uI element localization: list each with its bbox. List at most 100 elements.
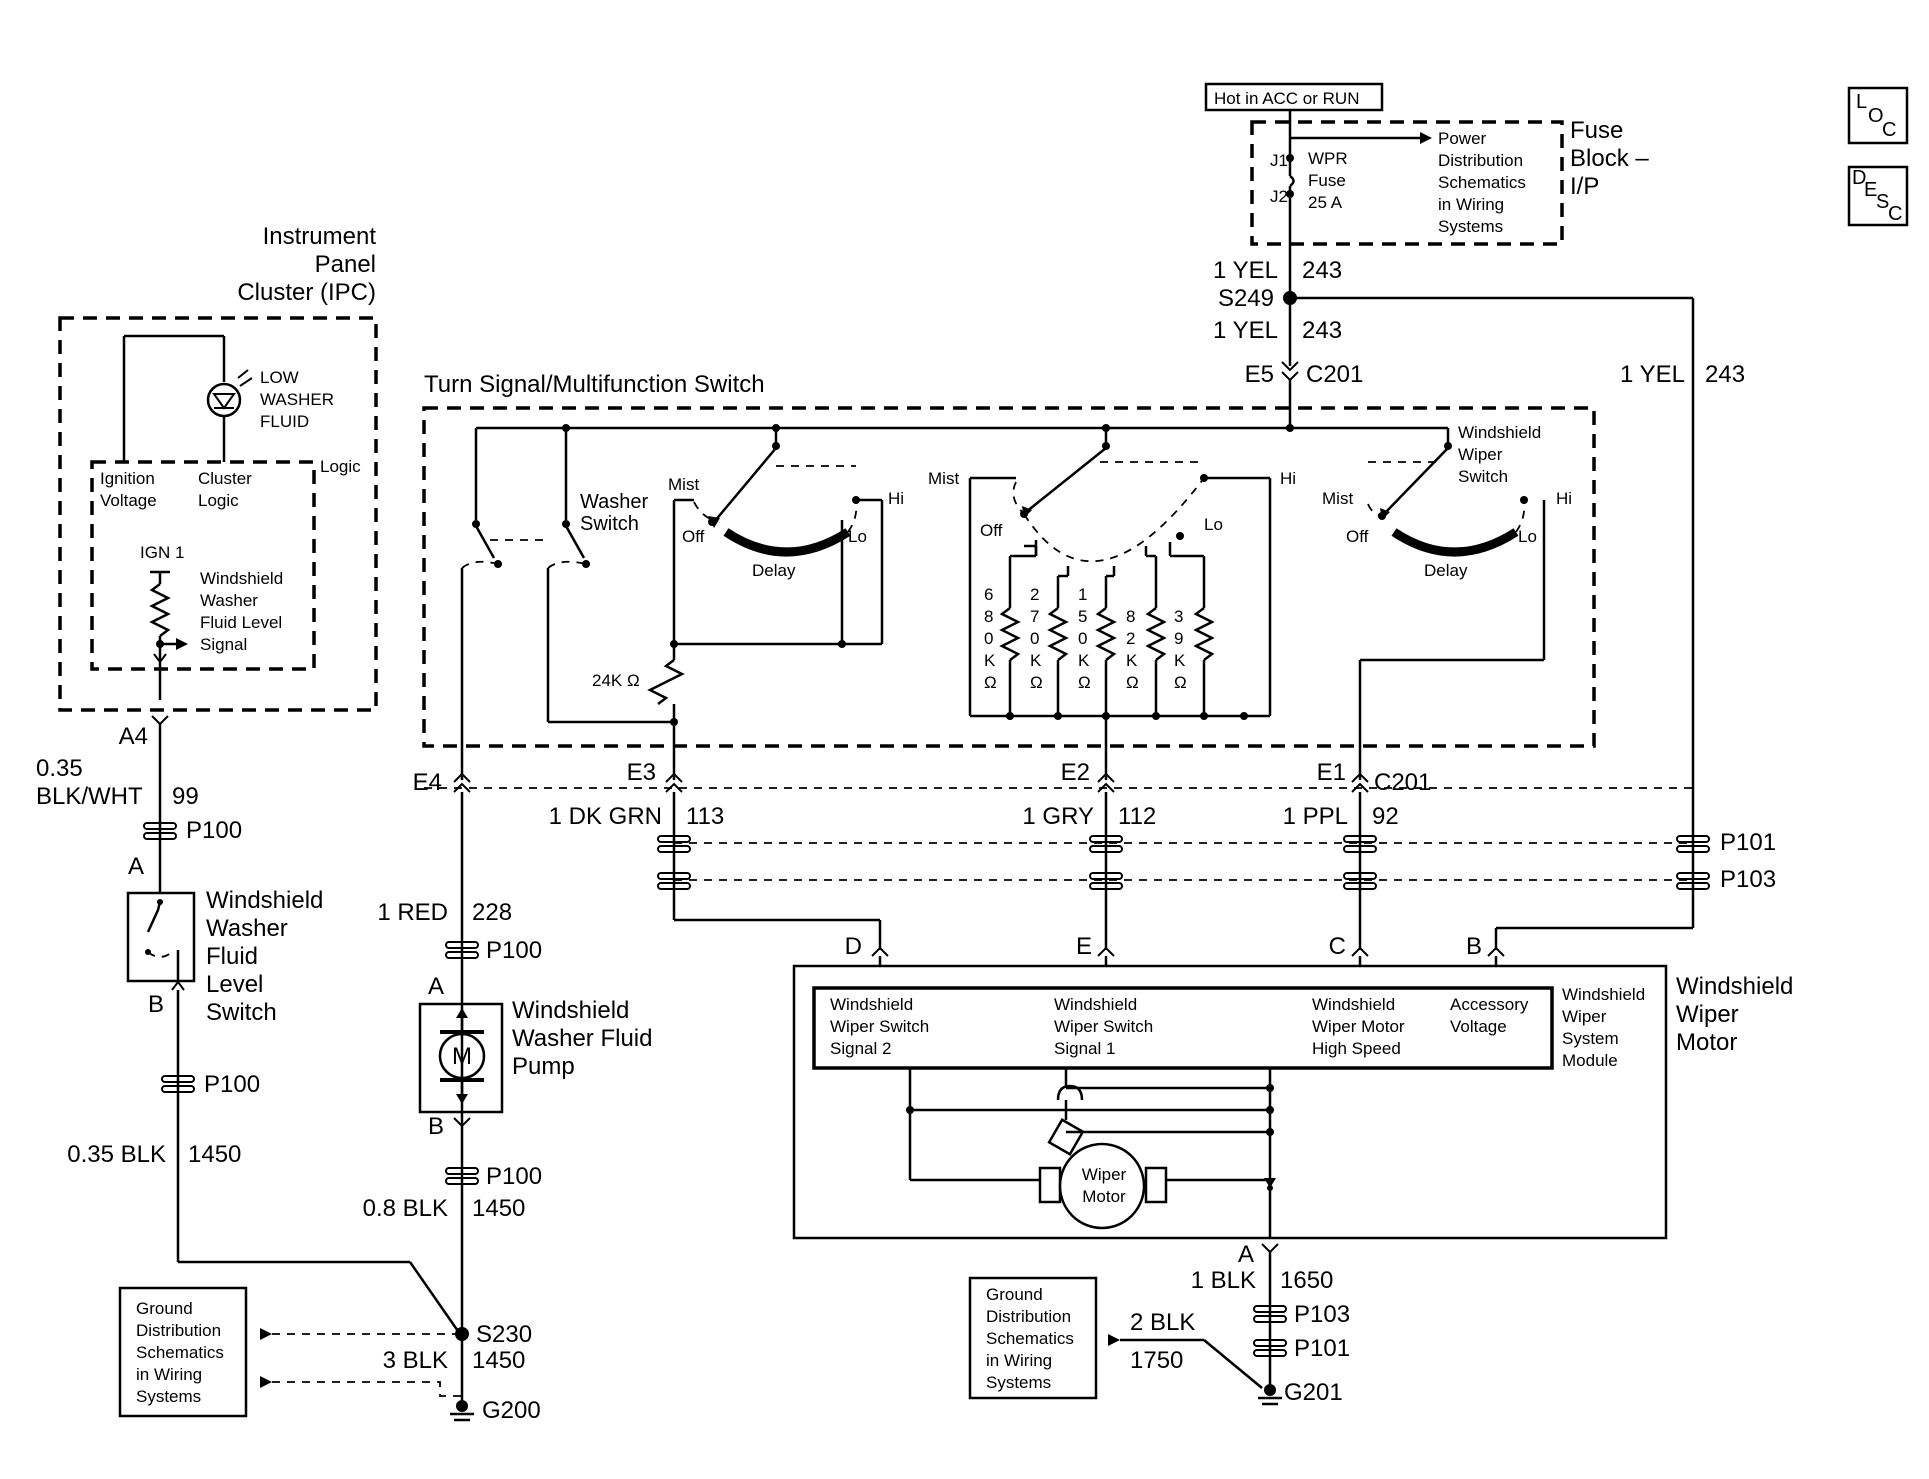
svg-text:Level: Level (206, 971, 263, 998)
svg-text:1 GRY: 1 GRY (1022, 803, 1094, 830)
svg-text:E2: E2 (1061, 759, 1090, 786)
svg-text:0.35 BLK: 0.35 BLK (67, 1141, 166, 1168)
svg-text:Mist: Mist (668, 475, 699, 494)
loc-badge[interactable]: L O C (1847, 86, 1909, 145)
svg-text:M: M (452, 1043, 472, 1070)
svg-text:Delay: Delay (1424, 561, 1468, 580)
svg-text:1: 1 (1078, 585, 1087, 604)
svg-text:2: 2 (1030, 585, 1039, 604)
svg-text:Logic: Logic (320, 457, 361, 476)
svg-text:1450: 1450 (188, 1141, 241, 1168)
svg-text:WPR: WPR (1308, 149, 1348, 168)
desc-badge[interactable]: D E S C (1847, 165, 1909, 227)
svg-text:K: K (1174, 651, 1186, 670)
svg-text:243: 243 (1302, 257, 1342, 284)
svg-text:Windshield: Windshield (1676, 973, 1793, 1000)
svg-text:5: 5 (1078, 607, 1087, 626)
svg-text:Lo: Lo (848, 527, 867, 546)
connector-p100 (161, 1075, 195, 1093)
connector-p100 (445, 941, 479, 959)
svg-text:K: K (1078, 651, 1090, 670)
ladder-label-82k: 8 2 K Ω (1126, 607, 1139, 692)
svg-text:1 YEL: 1 YEL (1620, 361, 1685, 388)
ground-icon (456, 1400, 468, 1412)
svg-text:Power: Power (1438, 129, 1487, 148)
svg-text:Distribution: Distribution (136, 1321, 221, 1340)
connector-p100 (143, 822, 177, 840)
svg-text:1 BLK: 1 BLK (1191, 1267, 1256, 1294)
ladder-label-680k: 6 8 0 K Ω (984, 585, 997, 692)
svg-text:G200: G200 (482, 1397, 541, 1424)
loc-badge-l: L (1856, 91, 1867, 113)
resistor-ladder (999, 540, 1248, 780)
svg-text:B: B (1466, 933, 1482, 960)
ground-dist-box-left (118, 1286, 248, 1418)
arrow-right-icon (1420, 132, 1432, 144)
svg-text:Ω: Ω (1078, 673, 1091, 692)
svg-text:Windshield: Windshield (200, 569, 283, 588)
svg-text:C: C (1888, 203, 1902, 225)
connector-c201-e2 (1097, 772, 1115, 793)
svg-text:Windshield: Windshield (1312, 995, 1395, 1014)
wiper-motor-icon: Wiper Motor (1038, 1084, 1168, 1230)
svg-text:Switch: Switch (1458, 467, 1508, 486)
ipc-logic-outline (90, 460, 316, 671)
svg-text:Off: Off (682, 527, 705, 546)
svg-text:7: 7 (1030, 607, 1039, 626)
loc-badge-o: O (1868, 105, 1884, 127)
svg-text:Panel: Panel (315, 251, 376, 278)
level-switch-box (126, 891, 196, 983)
fuse-block-outline (1250, 120, 1564, 246)
svg-text:G201: G201 (1284, 1379, 1343, 1406)
svg-text:Schematics: Schematics (986, 1329, 1074, 1348)
svg-text:A: A (428, 973, 444, 1000)
switch-icon (146, 901, 162, 933)
svg-text:Systems: Systems (986, 1373, 1051, 1392)
svg-text:0: 0 (1030, 629, 1039, 648)
svg-text:P101: P101 (1720, 829, 1776, 856)
ground-icon (1264, 1384, 1276, 1396)
svg-text:P100: P100 (486, 1163, 542, 1190)
svg-text:92: 92 (1372, 803, 1399, 830)
svg-text:Distribution: Distribution (1438, 151, 1523, 170)
svg-text:3: 3 (1174, 607, 1183, 626)
svg-text:0: 0 (1078, 629, 1087, 648)
svg-text:Ω: Ω (1174, 673, 1187, 692)
svg-text:Wiper: Wiper (1676, 1001, 1739, 1028)
svg-text:in Wiring: in Wiring (986, 1351, 1052, 1370)
svg-text:C: C (1329, 933, 1346, 960)
svg-text:IGN 1: IGN 1 (140, 543, 184, 562)
svg-text:Switch: Switch (206, 999, 277, 1026)
svg-text:C201: C201 (1374, 769, 1431, 796)
svg-text:1650: 1650 (1280, 1267, 1333, 1294)
svg-text:Windshield: Windshield (512, 997, 629, 1024)
svg-text:P100: P100 (204, 1071, 260, 1098)
svg-text:Block –: Block – (1570, 145, 1649, 172)
svg-text:1450: 1450 (472, 1195, 525, 1222)
svg-text:Wiper: Wiper (1082, 1165, 1127, 1184)
selector-arc (1023, 477, 1205, 563)
svg-text:in Wiring: in Wiring (136, 1365, 202, 1384)
svg-text:Delay: Delay (752, 561, 796, 580)
delay-contact-arc (1391, 528, 1519, 557)
svg-text:S230: S230 (476, 1321, 532, 1348)
svg-text:Cluster: Cluster (198, 469, 252, 488)
svg-text:Ground: Ground (136, 1299, 193, 1318)
svg-text:1 DK GRN: 1 DK GRN (549, 803, 662, 830)
svg-text:Lo: Lo (1204, 515, 1223, 534)
svg-text:P103: P103 (1294, 1301, 1350, 1328)
svg-text:1450: 1450 (472, 1347, 525, 1374)
svg-text:Logic: Logic (198, 491, 239, 510)
svg-text:P103: P103 (1720, 866, 1776, 893)
svg-text:Ω: Ω (1126, 673, 1139, 692)
svg-text:Instrument: Instrument (263, 223, 377, 250)
connector-p103-row (657, 872, 1710, 890)
svg-text:Distribution: Distribution (986, 1307, 1071, 1326)
svg-text:8: 8 (984, 607, 993, 626)
svg-text:A4: A4 (119, 723, 148, 750)
svg-text:P100: P100 (486, 937, 542, 964)
svg-text:Windshield: Windshield (1562, 985, 1645, 1004)
svg-text:Ground: Ground (986, 1285, 1043, 1304)
svg-text:Washer Fluid: Washer Fluid (512, 1025, 652, 1052)
